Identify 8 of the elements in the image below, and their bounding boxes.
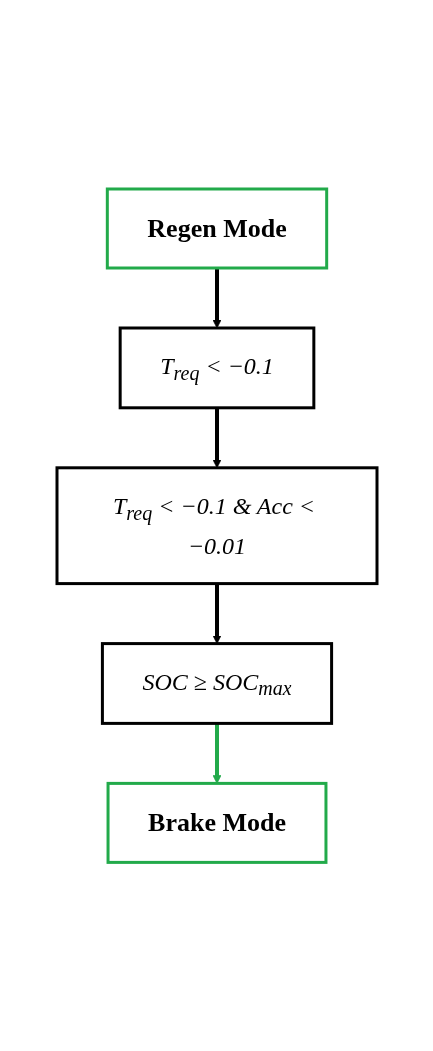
node-box: Regen Mode [105, 187, 328, 270]
arrow [212, 407, 221, 468]
node-box: T$_{req}$ < −0.1 & Acc < −0.01 [55, 466, 378, 585]
node-box: SOC ≥ SOC$_{max}$ [100, 641, 333, 725]
arrow [212, 723, 221, 784]
node-box: Brake Mode [106, 781, 327, 864]
arrow [212, 583, 221, 644]
node-box: T$_{req}$ < −0.1 [118, 326, 315, 410]
